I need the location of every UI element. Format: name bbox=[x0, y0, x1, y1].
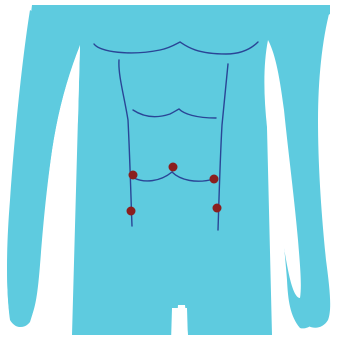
marker-dot-2 bbox=[169, 163, 178, 172]
marker-dot-1 bbox=[129, 171, 138, 180]
crotch-gap bbox=[171, 308, 188, 342]
marker-dot-4 bbox=[127, 207, 136, 216]
marker-dot-3 bbox=[210, 175, 219, 184]
marker-dot-5 bbox=[213, 204, 222, 213]
